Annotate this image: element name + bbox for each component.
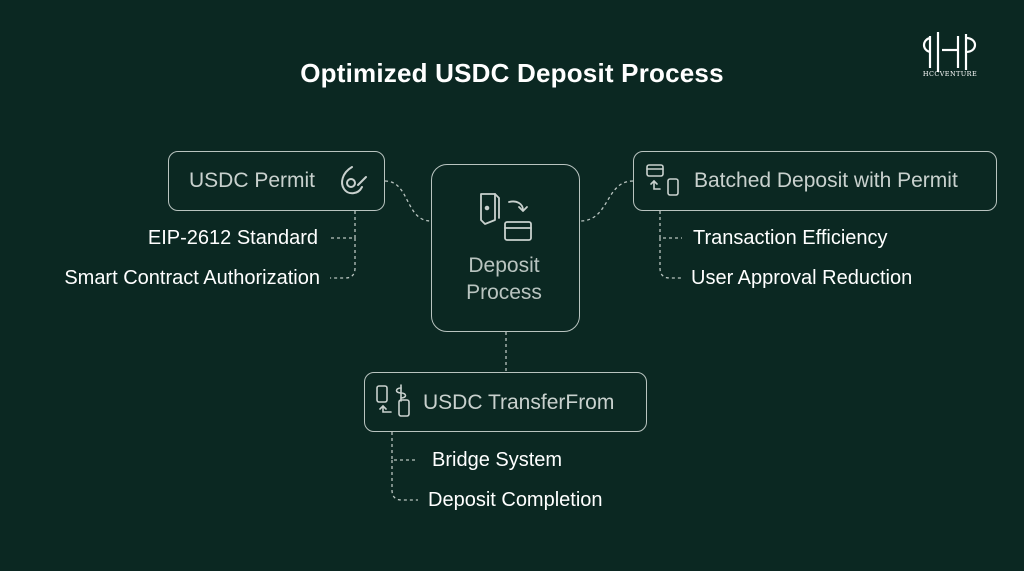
transfer-child-bridge-system: Bridge System [432, 449, 563, 471]
connector-batched-child-1 [659, 211, 682, 239]
connector-transfer-child-1 [391, 432, 418, 461]
node-deposit-process [431, 164, 580, 332]
hccventure-logo-icon [922, 32, 977, 72]
center-label-line2: Process [466, 281, 542, 304]
page-title: Optimized USDC Deposit Process [300, 58, 724, 88]
node-batched-deposit-label: Batched Deposit with Permit [694, 169, 958, 192]
logo-text: HCCVENTURE [922, 70, 978, 78]
card-phone-exchange-icon [646, 164, 679, 196]
hand-coin-icon [341, 166, 367, 195]
connector-permit-child-1 [330, 211, 356, 239]
connector-batched-center [579, 180, 634, 222]
batched-child-transaction-efficiency: Transaction Efficiency [693, 227, 888, 249]
batched-child-user-approval: User Approval Reduction [691, 267, 913, 289]
node-usdc-transferfrom [364, 372, 647, 432]
permit-child-smart-contract: Smart Contract Authorization [64, 267, 320, 289]
permit-child-eip2612: EIP-2612 Standard [147, 227, 318, 249]
connector-permit-center [384, 180, 432, 222]
connector-permit-child-2 [330, 238, 356, 279]
transfer-child-deposit-completion: Deposit Completion [428, 489, 603, 511]
node-usdc-transferfrom-label: USDC TransferFrom [423, 391, 615, 414]
node-usdc-permit-label: USDC Permit [189, 169, 316, 192]
wallet-card-transfer-icon [480, 193, 532, 241]
phone-dollar-exchange-icon [376, 384, 410, 417]
node-usdc-permit [168, 151, 385, 211]
node-batched-deposit [633, 151, 997, 211]
connector-transfer-child-2 [391, 460, 418, 501]
connector-batched-child-2 [659, 238, 682, 279]
center-label-line1: Deposit [468, 254, 540, 277]
node-deposit-process-label: Deposit Process [429, 252, 579, 306]
